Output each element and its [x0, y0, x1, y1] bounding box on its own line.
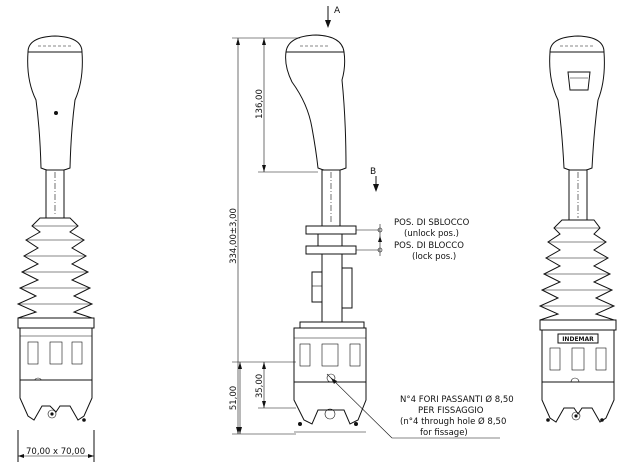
- holes-line-4: for fissage): [420, 428, 468, 438]
- lock-label-en: (lock pos.): [412, 252, 456, 262]
- unlock-label-en: (unlock pos.): [404, 229, 459, 239]
- dim-total-label: 334,00±3,00: [229, 208, 239, 264]
- lock-label: POS. DI BLOCCO: [394, 241, 464, 251]
- dimension-lines: 334,00±3,00 136,00 51,00 35,00: [229, 37, 318, 435]
- left-view: [16, 35, 95, 462]
- hole-callout: N°4 FORI PASSANTI Ø 8,50 PER FISSAGGIO (…: [330, 377, 514, 439]
- dim-35-label: 35,00: [255, 374, 265, 398]
- view-a-label: A: [334, 6, 341, 16]
- view-b-label: B: [370, 167, 376, 177]
- holes-line-3: (n°4 through hole Ø 8,50: [400, 416, 506, 427]
- base-dimension: 70,00 x 70,00: [18, 447, 94, 458]
- center-view: A B: [285, 6, 379, 433]
- dim-knob-label: 136,00: [255, 89, 265, 119]
- dim-lower-label: 51,00: [229, 386, 239, 410]
- unlock-label: POS. DI SBLOCCO: [394, 218, 470, 228]
- right-view: INDEMAR: [538, 35, 617, 423]
- holes-line-2: PER FISSAGGIO: [418, 406, 484, 416]
- brand-label: INDEMAR: [562, 336, 594, 343]
- holes-line-1: N°4 FORI PASSANTI Ø 8,50: [400, 394, 514, 405]
- dim-base-label: 70,00 x 70,00: [26, 447, 85, 457]
- position-callouts: POS. DI SBLOCCO (unlock pos.) POS. DI BL…: [356, 218, 470, 262]
